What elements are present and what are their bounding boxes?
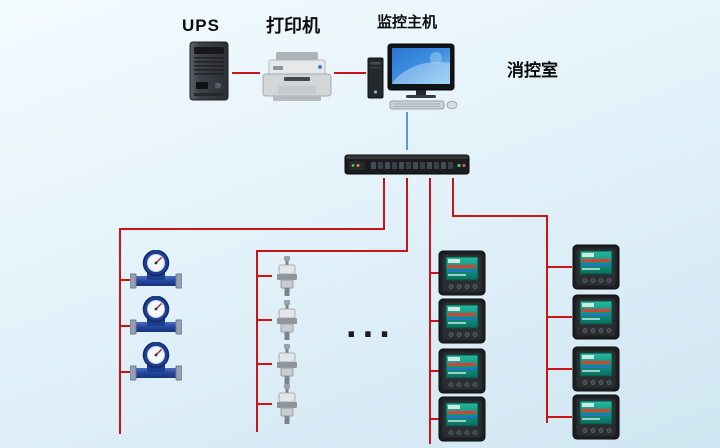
cable-stub-water-1 <box>119 279 133 281</box>
cable-stub-pmeter-1-4 <box>430 418 440 420</box>
ups-tower-icon <box>186 40 232 102</box>
cable-ups-printer <box>232 72 260 74</box>
monitoring-host-label: 监控主机 <box>377 14 438 31</box>
cable-stub-pmeter-1-1 <box>430 272 440 274</box>
cable-drop-mid <box>406 178 408 252</box>
transmitter-sensor-icon <box>272 384 302 424</box>
cable-printer-host <box>334 72 366 74</box>
printer-label: 打印机 <box>266 16 320 36</box>
power-monitor-meter-icon <box>438 250 486 296</box>
transmitter-sensor-icon <box>272 300 302 340</box>
transmitter-sensor-icon <box>272 344 302 384</box>
power-monitor-meter-icon <box>438 396 486 442</box>
power-monitor-meter-icon <box>572 394 620 440</box>
power-monitor-meter-icon <box>572 346 620 392</box>
ups-label: UPS <box>182 16 220 35</box>
cable-drop-left <box>383 178 385 230</box>
cable-trunk-transmitters <box>256 250 258 432</box>
cable-stub-water-3 <box>119 371 133 373</box>
cable-stub-pmeter-1-2 <box>430 320 440 322</box>
cable-stub-pmeter-2-2 <box>546 316 572 318</box>
power-monitor-meter-icon <box>438 298 486 344</box>
cable-stub-pmeter-2-4 <box>546 416 572 418</box>
cable-branch-right-horizontal <box>452 215 548 217</box>
cable-trunk-meter-col2 <box>546 215 548 423</box>
cable-host-collector <box>406 112 408 150</box>
transmitter-sensor-icon <box>272 256 302 296</box>
cable-trunk-meter-col1 <box>429 178 431 444</box>
cable-branch-left-horizontal <box>119 228 385 230</box>
water-meter-icon <box>130 296 182 340</box>
laser-printer-icon <box>260 50 334 104</box>
cable-stub-transmitter-4 <box>256 403 272 405</box>
water-meter-icon <box>130 250 182 294</box>
cable-stub-pmeter-2-1 <box>546 266 572 268</box>
cable-drop-right <box>452 178 454 217</box>
cable-stub-pmeter-2-3 <box>546 368 572 370</box>
desktop-computer-icon <box>366 42 460 110</box>
cable-stub-transmitter-3 <box>256 363 272 365</box>
more-devices-ellipsis: ··· <box>346 314 396 356</box>
fire-control-room-label: 消控室 <box>507 61 558 80</box>
power-monitor-meter-icon <box>572 294 620 340</box>
cable-branch-mid-horizontal <box>256 250 408 252</box>
power-monitor-meter-icon <box>572 244 620 290</box>
cable-stub-transmitter-1 <box>256 275 272 277</box>
water-meter-icon <box>130 342 182 386</box>
power-monitor-meter-icon <box>438 348 486 394</box>
rack-switch-icon <box>344 150 470 178</box>
cable-stub-transmitter-2 <box>256 319 272 321</box>
cable-stub-water-2 <box>119 325 133 327</box>
cable-trunk-water-meters <box>119 228 121 434</box>
cable-stub-pmeter-1-3 <box>430 370 440 372</box>
